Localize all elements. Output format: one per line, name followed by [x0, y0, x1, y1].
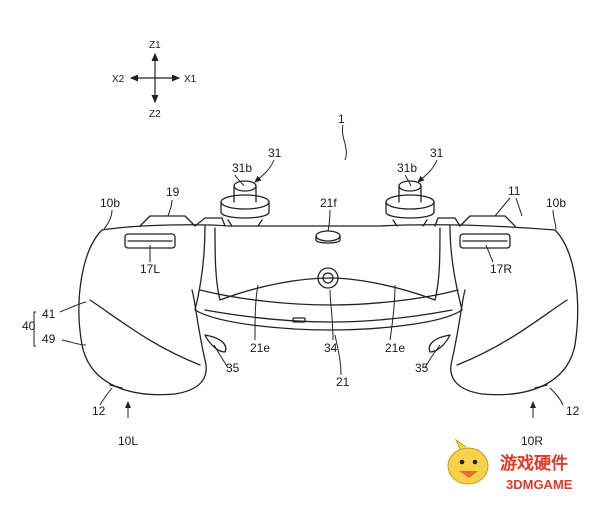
axis-z1-label: Z1	[149, 40, 161, 51]
leader-lines	[59, 124, 564, 418]
label-grip-end-left: 12	[92, 404, 106, 418]
label-trigger-left: 17L	[140, 262, 160, 276]
label-side-right: 35	[415, 361, 429, 375]
label-stick-cap-right: 31b	[397, 161, 417, 175]
label-grip-group: 40	[22, 319, 36, 333]
label-trigger-right: 17R	[490, 262, 512, 276]
label-center-button: 21f	[320, 196, 337, 210]
watermark-en: 3DMGAME	[506, 477, 573, 492]
label-grip-left: 10L	[118, 434, 138, 448]
label-surface-left: 21e	[250, 341, 270, 355]
label-grip-right: 10R	[521, 434, 543, 448]
label-grip-top: 41	[42, 307, 56, 321]
label-surface-right: 21e	[385, 341, 405, 355]
grip-group-bracket	[33, 311, 36, 347]
watermark: 游戏硬件 3DMGAME	[447, 438, 573, 492]
label-grip-bottom: 49	[42, 332, 56, 346]
axis-x1-label: X1	[184, 74, 197, 85]
watermark-mascot-icon	[447, 438, 489, 485]
controller-outline	[78, 180, 579, 396]
label-connector: 34	[324, 341, 338, 355]
label-grip-end-right: 12	[566, 404, 580, 418]
label-controller: 1	[338, 112, 345, 126]
axis-z2-label: Z2	[149, 109, 161, 120]
watermark-cn: 游戏硬件	[500, 453, 568, 474]
label-stick-cap-left: 31b	[232, 161, 252, 175]
label-top-left-button: 19	[166, 185, 180, 199]
label-stick-right: 31	[430, 146, 444, 160]
label-upper-right: 10b	[546, 196, 566, 210]
label-side-left: 35	[226, 361, 240, 375]
axis-indicator	[129, 52, 181, 104]
axis-x2-label: X2	[112, 74, 125, 85]
label-top-right-buttons: 11	[508, 184, 521, 198]
label-body-center: 21	[336, 375, 350, 389]
label-upper-left: 10b	[100, 196, 120, 210]
label-stick-left: 31	[268, 146, 282, 160]
